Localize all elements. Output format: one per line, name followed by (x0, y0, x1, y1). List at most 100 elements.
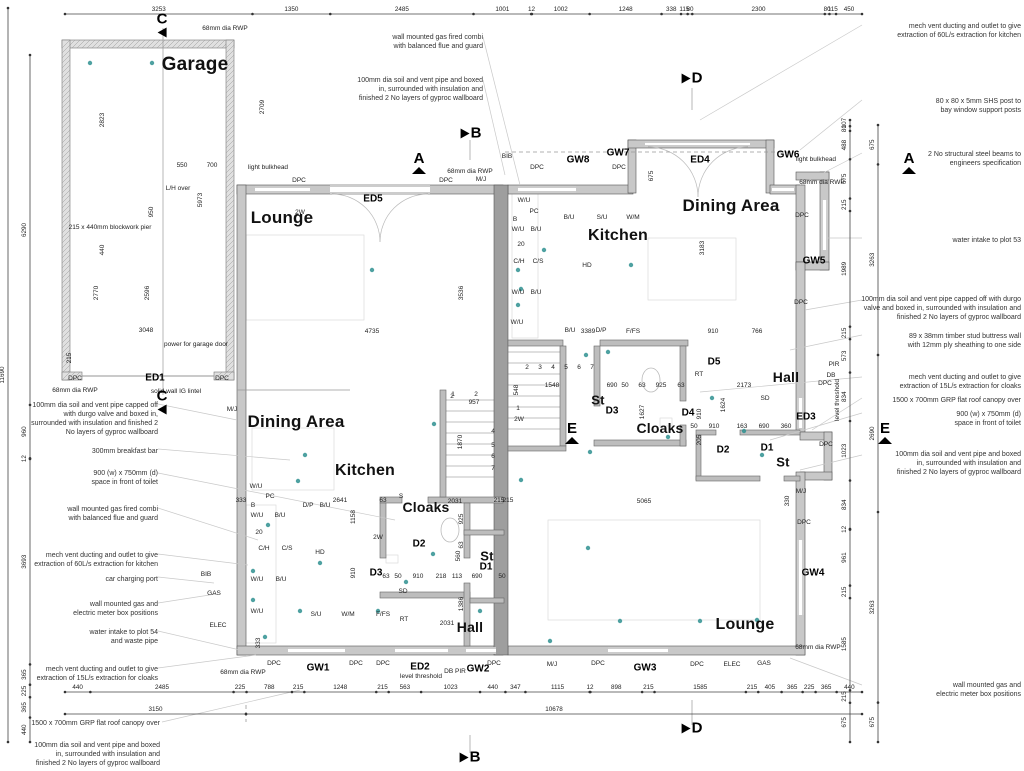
wall-hatch (61, 114, 71, 124)
wall-hatch (225, 224, 235, 234)
interior-dim-label: 1 (451, 390, 455, 398)
section-marker-c: C (157, 388, 167, 415)
interior-dim-label: 950 (147, 206, 155, 218)
wall-hatch (225, 344, 235, 354)
section-arrow-icon (157, 404, 167, 415)
wall-hatch (96, 39, 106, 49)
wall-hatch (61, 214, 71, 224)
note-line: mech vent ducting and outlet to give (45, 666, 158, 673)
dim-tick (860, 690, 864, 694)
electrical-symbol (295, 478, 301, 484)
small-label: DPC (591, 659, 605, 667)
partition-wall (679, 424, 687, 447)
wall-hatch (225, 289, 235, 299)
wall-hatch (61, 344, 71, 354)
wall-hatch (225, 334, 235, 344)
electrical-symbol (541, 247, 547, 253)
wall-hatch (225, 229, 235, 239)
section-arrow-icon (412, 167, 426, 174)
small-label: DPC (215, 374, 229, 382)
interior-dim-label: 163 (736, 422, 748, 430)
small-label: M/J (475, 175, 487, 183)
note-line: valve and boxed in, surrounded with insu… (863, 305, 1021, 313)
wall-hatch (61, 149, 71, 159)
dim-tick (848, 124, 852, 128)
partition-wall (463, 529, 505, 536)
dim-tick (744, 690, 748, 694)
dim-tick (640, 690, 644, 694)
dim-tick (834, 12, 838, 16)
dim-label: 788 (264, 684, 275, 691)
dim-tick (876, 123, 880, 127)
dim-label: 2300 (752, 6, 767, 13)
interior-dim-label: 2823 (98, 112, 106, 128)
interior-dim-label: 910 (695, 408, 703, 420)
small-label: 68mm dia RWP (220, 668, 266, 676)
dim-label: 347 (510, 684, 521, 691)
dim-tick (848, 371, 852, 374)
dim-label: 12 (528, 6, 536, 13)
small-label: 2W (373, 533, 383, 541)
wall-hatch (225, 199, 235, 209)
electrical-symbol (369, 267, 375, 273)
section-arrow-icon (681, 723, 691, 733)
small-label: RT (694, 370, 704, 378)
door-arc (331, 193, 381, 243)
wall-hatch (61, 239, 71, 249)
interior-dim-label: 440 (98, 244, 106, 256)
opening (330, 185, 430, 194)
wall-hatch (225, 164, 235, 174)
door-window-tag: GW6 (776, 149, 800, 161)
dim-label: 573 (841, 350, 848, 361)
dim-label: 2485 (395, 6, 410, 13)
room-label: Dining Area (682, 196, 780, 215)
small-label: GAS (207, 589, 221, 597)
wall-hatch (61, 339, 71, 349)
interior-dim-label: 550 (176, 161, 188, 169)
wall-hatch (225, 309, 235, 319)
dim-tick (653, 690, 656, 694)
partition-wall (695, 429, 717, 436)
interior-dim-label: 3048 (138, 326, 154, 334)
dim-tick (848, 129, 852, 133)
dim-label: 1585 (693, 684, 708, 691)
wall-hatch (225, 179, 235, 189)
section-arrow-icon (565, 437, 579, 444)
dim-label: 1989 (841, 261, 848, 276)
leader-line (811, 397, 863, 431)
dim-label: 107 (841, 117, 848, 128)
toilet-symbol (641, 367, 661, 393)
note-line: finished 2 No layers of gyproc wallboard (896, 314, 1021, 322)
opening (821, 200, 828, 250)
electrical-symbol (431, 421, 437, 427)
wall-hatch (61, 284, 71, 294)
dim-label: 1248 (619, 6, 634, 13)
electrical-symbol (515, 267, 521, 273)
wall-hatch (225, 339, 235, 349)
dim-tick (290, 690, 294, 694)
interior-dim-label: 63 (638, 381, 646, 389)
note-left: 300mm breakfast bar (92, 447, 158, 456)
wall-hatch (225, 314, 235, 324)
small-label: W/U (250, 575, 264, 583)
leader-line (157, 553, 249, 566)
small-label: W/U (511, 225, 525, 233)
wall-hatch (225, 299, 235, 309)
dim-label: 12 (587, 684, 595, 691)
wall-hatch (121, 39, 131, 49)
wall-hatch (61, 134, 71, 144)
interior-dim-label: 215 (502, 496, 514, 504)
small-label: DPC (292, 176, 306, 184)
wall-hatch (191, 39, 201, 49)
small-label: power for garage door (164, 340, 228, 348)
electrical-symbol (265, 522, 271, 528)
dim-tick (848, 688, 852, 692)
small-label: light bulkhead (247, 163, 289, 171)
note-line: space in front of toilet (91, 479, 158, 487)
partition-wall (679, 345, 687, 402)
note-line: mech vent ducting and outlet to give (908, 23, 1021, 30)
small-label: BIB (200, 570, 212, 578)
wall-hatch (61, 259, 71, 269)
partition-wall (463, 582, 471, 647)
